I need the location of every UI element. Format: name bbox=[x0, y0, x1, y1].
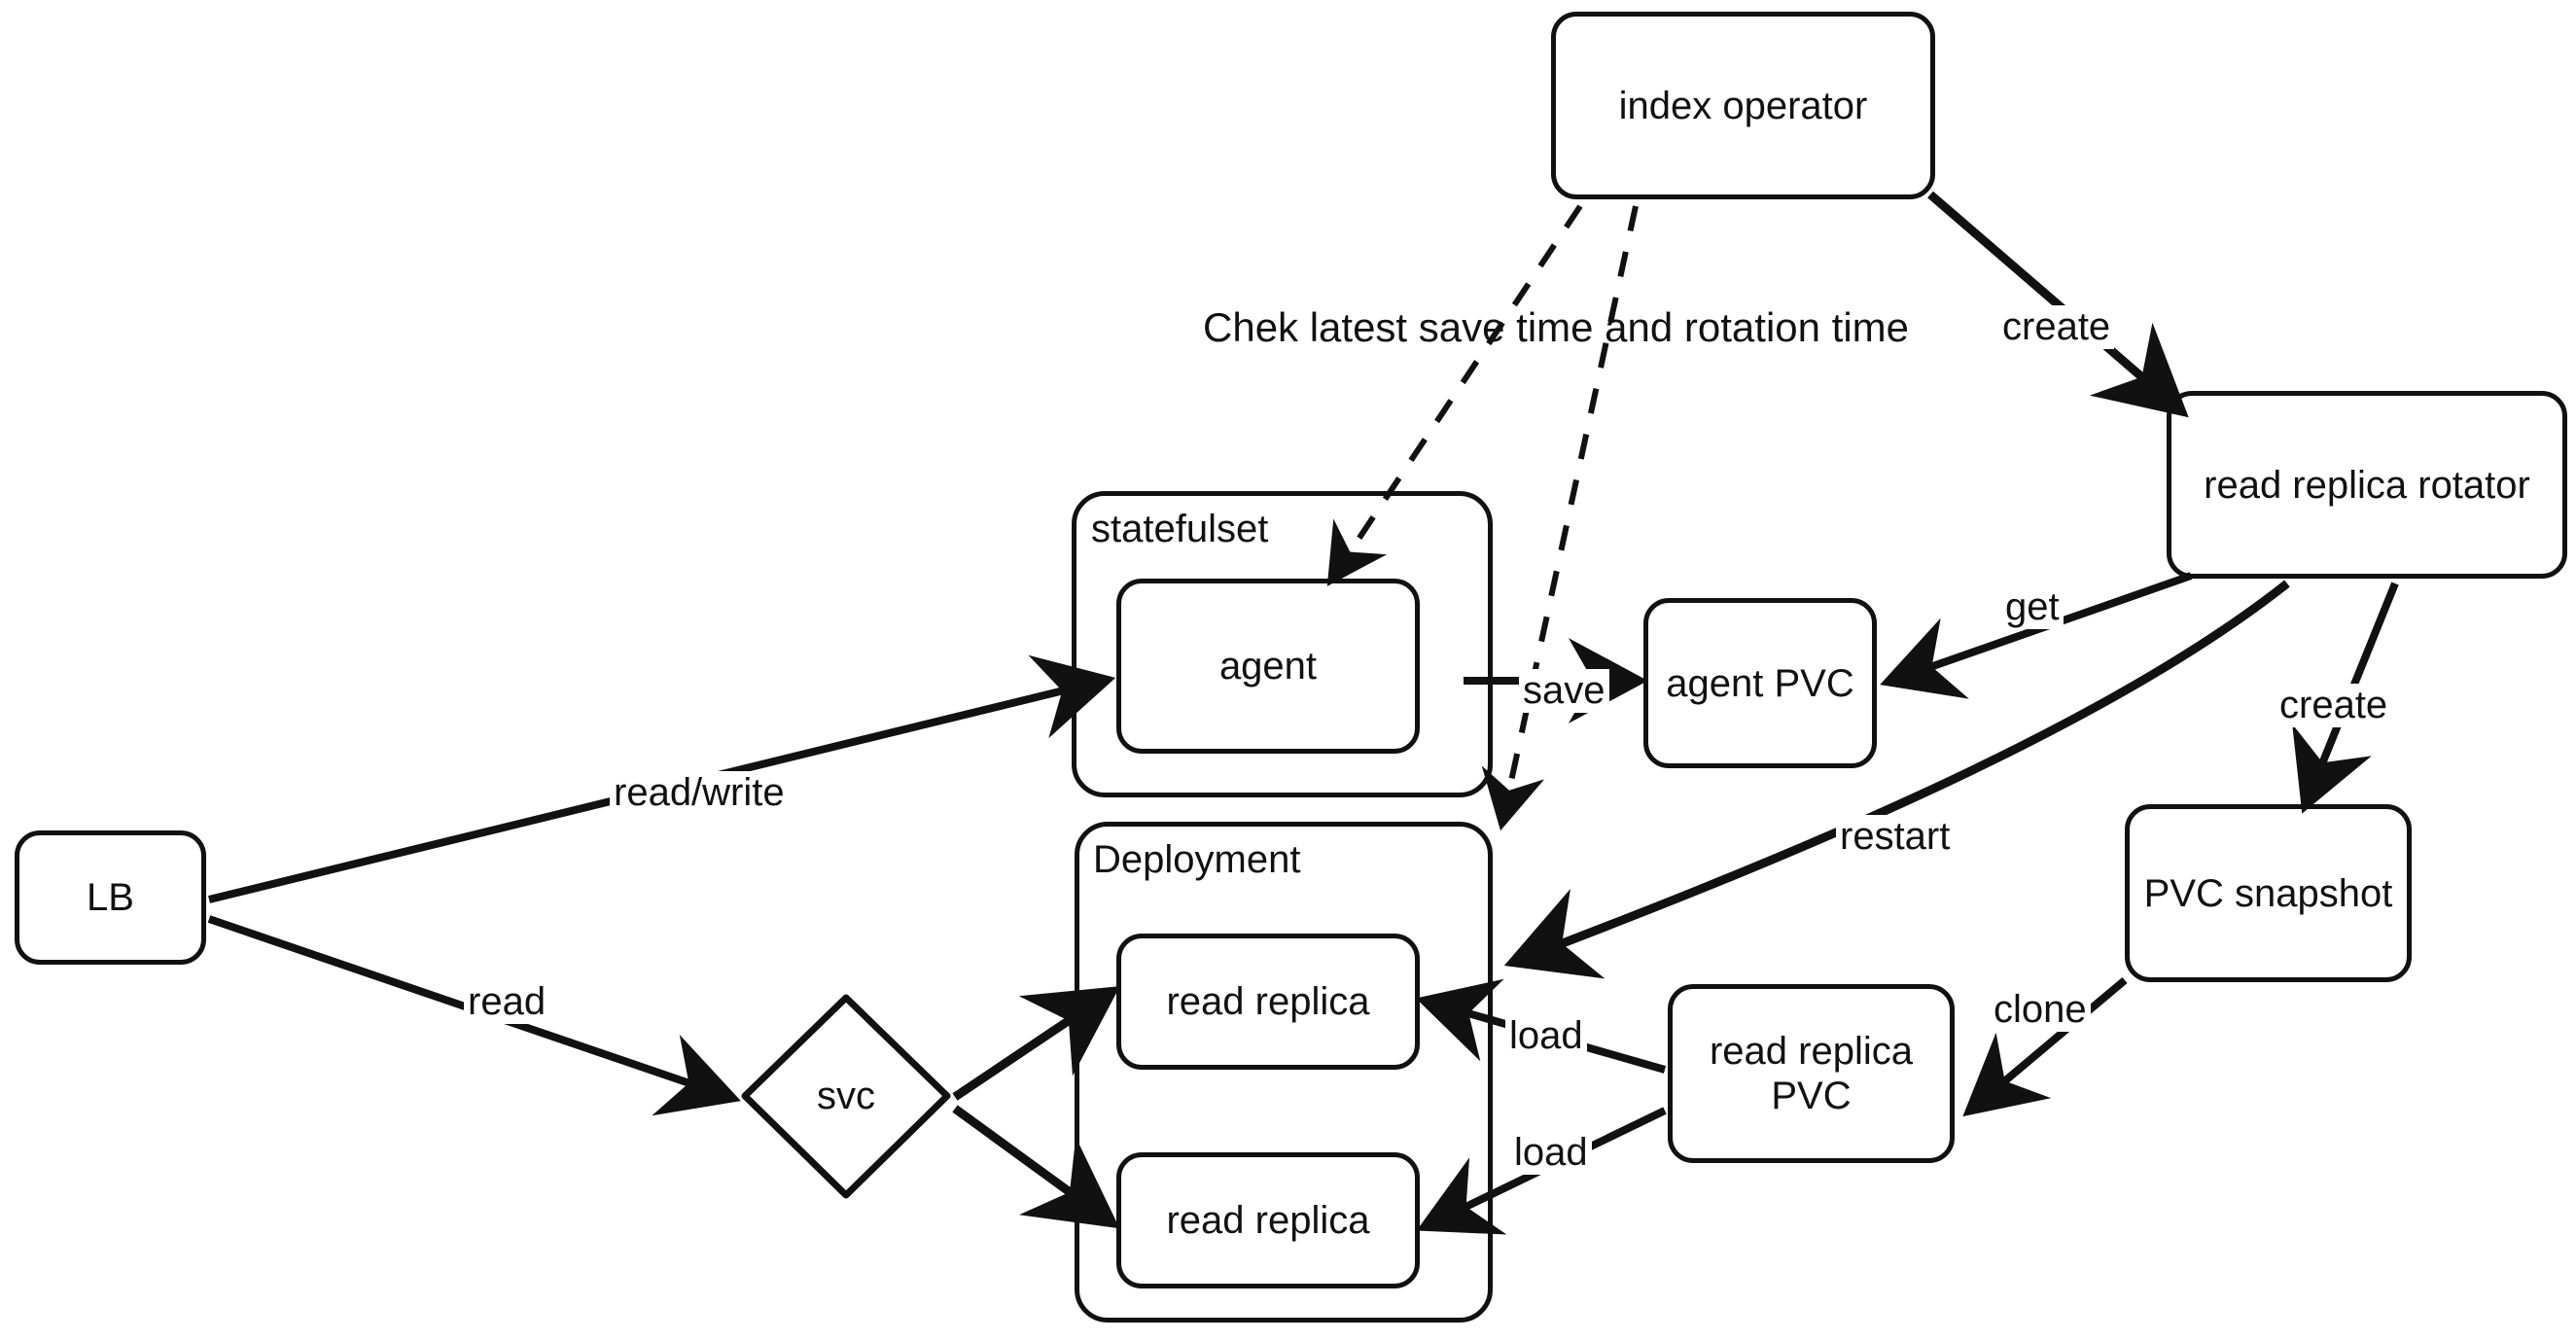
node-read-replica-2[interactable]: read replica bbox=[1116, 1152, 1420, 1288]
node-lb-label: LB bbox=[87, 876, 134, 919]
group-deployment[interactable] bbox=[1075, 822, 1493, 1323]
group-deployment-title: Deployment bbox=[1087, 838, 1307, 882]
edge-label-get-agent-pvc: get bbox=[2001, 585, 2064, 629]
edge-label-create-rotator: create bbox=[1998, 305, 2115, 349]
edge-label-read-write: read/write bbox=[610, 771, 789, 815]
node-pvc-snapshot-label: PVC snapshot bbox=[2143, 871, 2393, 915]
node-agent[interactable]: agent bbox=[1116, 579, 1420, 754]
node-lb[interactable]: LB bbox=[15, 830, 206, 965]
edge-label-restart: restart bbox=[1836, 815, 1955, 859]
edge-index-operator-to-rotator bbox=[1927, 191, 2189, 418]
node-read-replica-pvc[interactable]: read replica PVC bbox=[1668, 984, 1955, 1163]
edge-label-save: save bbox=[1519, 669, 1609, 713]
node-read-replica-pvc-label: read replica PVC bbox=[1709, 1030, 1913, 1117]
node-read-replica-rotator-label: read replica rotator bbox=[2204, 463, 2530, 507]
edge-label-create-snapshot: create bbox=[2276, 684, 2392, 727]
node-index-operator[interactable]: index operator bbox=[1551, 12, 1935, 199]
node-svc-label: svc bbox=[817, 1075, 875, 1117]
edge-label-load-1: load bbox=[1505, 1014, 1587, 1058]
node-agent-pvc-label: agent PVC bbox=[1666, 661, 1854, 705]
node-agent-pvc[interactable]: agent PVC bbox=[1643, 598, 1877, 768]
svc-diamond-shape bbox=[741, 994, 951, 1199]
node-svc[interactable]: svc bbox=[739, 992, 953, 1201]
node-agent-label: agent bbox=[1218, 645, 1318, 688]
edge-label-clone: clone bbox=[1990, 988, 2091, 1032]
edge-label-read: read bbox=[464, 980, 550, 1024]
group-statefulset-title: statefulset bbox=[1085, 508, 1275, 551]
node-read-replica-rotator[interactable]: read replica rotator bbox=[2167, 391, 2567, 579]
node-pvc-snapshot[interactable]: PVC snapshot bbox=[2125, 804, 2412, 982]
edge-label-load-2: load bbox=[1510, 1131, 1592, 1175]
node-read-replica-1[interactable]: read replica bbox=[1116, 934, 1420, 1070]
edge-index-operator-to-deployment bbox=[1481, 205, 1639, 831]
node-read-replica-2-label: read replica bbox=[1166, 1199, 1370, 1242]
group-statefulset[interactable] bbox=[1072, 491, 1493, 797]
edge-label-check-note: Chek latest save time and rotation time bbox=[1203, 304, 1910, 350]
node-read-replica-1-label: read replica bbox=[1166, 980, 1370, 1023]
node-index-operator-label: index operator bbox=[1618, 84, 1868, 127]
